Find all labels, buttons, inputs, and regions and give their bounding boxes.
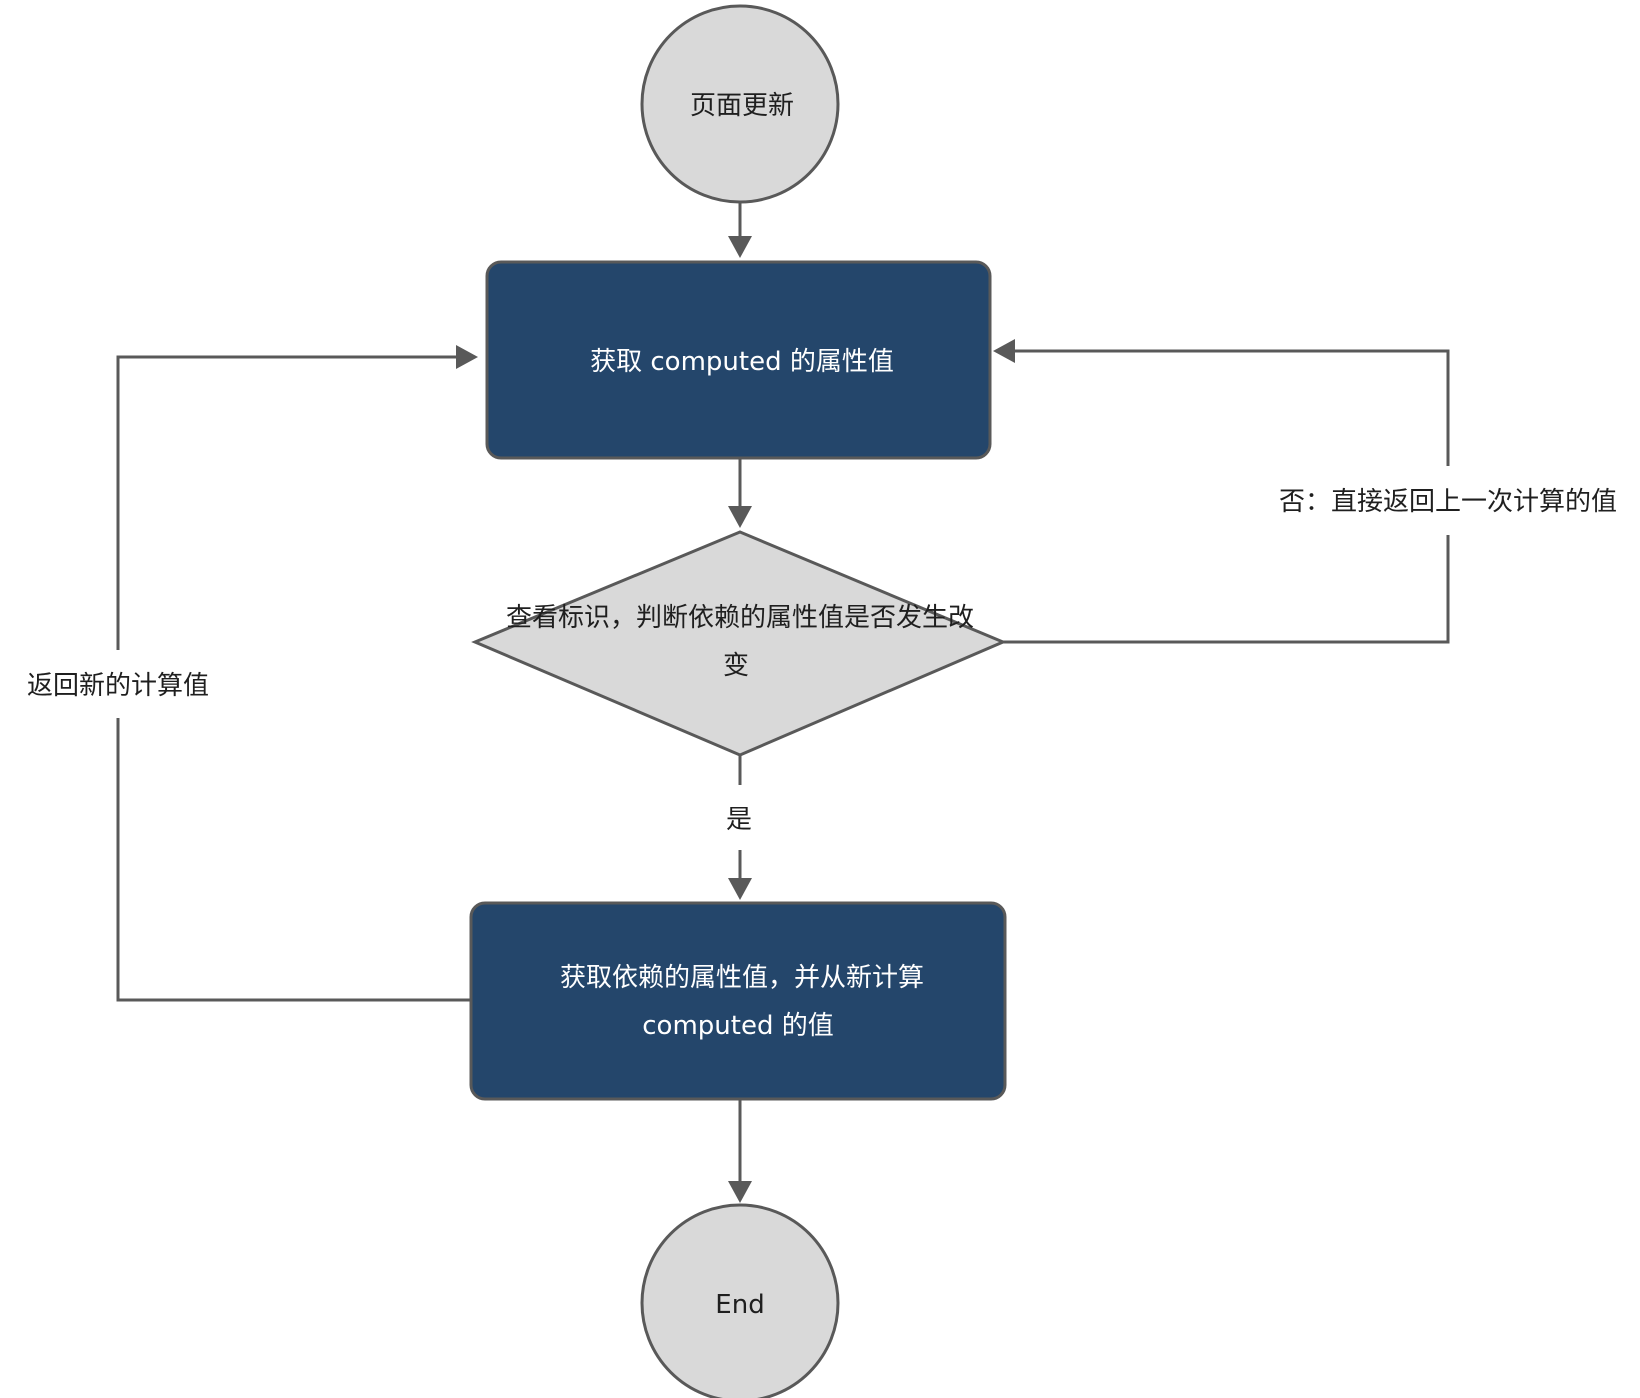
recompute-node: 获取依赖的属性值，并从新计算 computed 的值 — [469, 901, 1007, 1101]
arrowhead-yes — [728, 878, 752, 900]
arrowhead-recompute-to-end — [728, 1181, 752, 1203]
get-computed-node: 获取 computed 的属性值 — [485, 260, 992, 460]
edge-label-return-new: 返回新的计算值 — [27, 671, 209, 701]
check-flag-label-line1: 查看标识，判断依赖的属性值是否发生改 — [506, 603, 974, 633]
check-flag-decision: 查看标识，判断依赖的属性值是否发生改 变 — [471, 530, 1007, 757]
edge-return-new-upper — [116, 355, 458, 650]
get-computed-node-label: 获取 computed 的属性值 — [590, 347, 894, 377]
edge-no-upper — [1013, 349, 1450, 466]
end-node-label: End — [715, 1290, 764, 1320]
edge-label-yes: 是 — [726, 805, 752, 835]
edge-label-no: 否：直接返回上一次计算的值 — [1279, 487, 1617, 517]
edge-no-lower — [1003, 535, 1450, 644]
arrowhead-no — [993, 339, 1015, 363]
recompute-node-label-line2: computed 的值 — [642, 1011, 833, 1041]
edge-return-new-lower — [116, 718, 471, 1002]
start-node: 页面更新 — [640, 4, 840, 204]
arrowhead-start-to-get-computed — [728, 236, 752, 258]
recompute-node-label-line1: 获取依赖的属性值，并从新计算 — [560, 963, 924, 993]
arrowhead-return-new — [456, 345, 478, 369]
arrowhead-get-computed-to-check — [728, 506, 752, 528]
end-node: End — [640, 1203, 840, 1398]
start-node-label: 页面更新 — [690, 91, 794, 121]
check-flag-label-line2: 变 — [723, 651, 749, 681]
